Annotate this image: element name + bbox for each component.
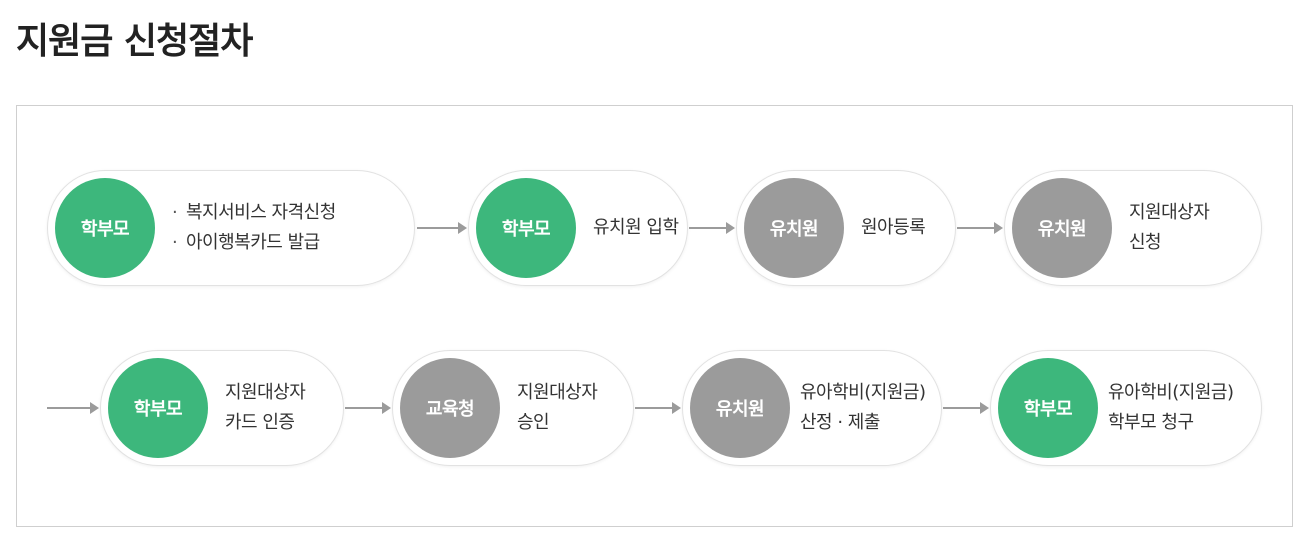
step-text: 원아등록 (861, 217, 926, 238)
step-description: 원아등록 (861, 171, 939, 285)
step-text: 카드 인증 (225, 412, 295, 433)
flow-arrow (943, 402, 989, 414)
actor-badge: 유치원 (690, 358, 790, 458)
step-description: 유치원 입학 (593, 171, 679, 285)
actor-badge: 학부모 (998, 358, 1098, 458)
step-text: 신청 (1129, 232, 1162, 253)
step-text: 산정 · 제출 (800, 412, 880, 433)
flow-arrow (345, 402, 391, 414)
step-text: 지원대상자 (1129, 202, 1210, 223)
step-description: 유아학비(지원금) 학부모 청구 (1108, 351, 1255, 465)
page-title: 지원금 신청절차 (16, 21, 253, 62)
step-1: 학부모 복지서비스 자격신청 아이행복카드 발급 (47, 170, 415, 286)
flow-arrow (635, 402, 681, 414)
actor-badge: 학부모 (55, 178, 155, 278)
actor-badge: 학부모 (108, 358, 208, 458)
step-8: 학부모 유아학비(지원금) 학부모 청구 (990, 350, 1262, 466)
step-bullet: 아이행복카드 발급 (172, 228, 398, 258)
step-text: 유아학비(지원금) (1108, 382, 1234, 403)
actor-badge: 교육청 (400, 358, 500, 458)
step-description: 지원대상자 신청 (1129, 171, 1245, 285)
procedure-diagram (16, 105, 1293, 527)
step-text: 지원대상자 (517, 382, 598, 403)
actor-badge: 유치원 (1012, 178, 1112, 278)
step-description: 유아학비(지원금) 산정 · 제출 (800, 351, 935, 465)
step-description: 복지서비스 자격신청 아이행복카드 발급 (172, 171, 398, 285)
flow-arrow (47, 402, 99, 414)
step-description: 지원대상자 승인 (517, 351, 617, 465)
actor-badge: 학부모 (476, 178, 576, 278)
step-7: 유치원 유아학비(지원금) 산정 · 제출 (682, 350, 942, 466)
step-text: 승인 (517, 412, 550, 433)
step-bullet: 복지서비스 자격신청 (172, 198, 398, 228)
step-3: 유치원 원아등록 (736, 170, 956, 286)
step-4: 유치원 지원대상자 신청 (1004, 170, 1262, 286)
step-text: 유아학비(지원금) (800, 382, 926, 403)
step-text: 유치원 입학 (593, 217, 679, 238)
step-text: 학부모 청구 (1108, 412, 1194, 433)
step-6: 교육청 지원대상자 승인 (392, 350, 634, 466)
flow-arrow (957, 222, 1003, 234)
actor-badge: 유치원 (744, 178, 844, 278)
flow-arrow (417, 222, 467, 234)
step-2: 학부모 유치원 입학 (468, 170, 688, 286)
step-text: 지원대상자 (225, 382, 306, 403)
step-description: 지원대상자 카드 인증 (225, 351, 327, 465)
flow-arrow (689, 222, 735, 234)
step-5: 학부모 지원대상자 카드 인증 (100, 350, 344, 466)
